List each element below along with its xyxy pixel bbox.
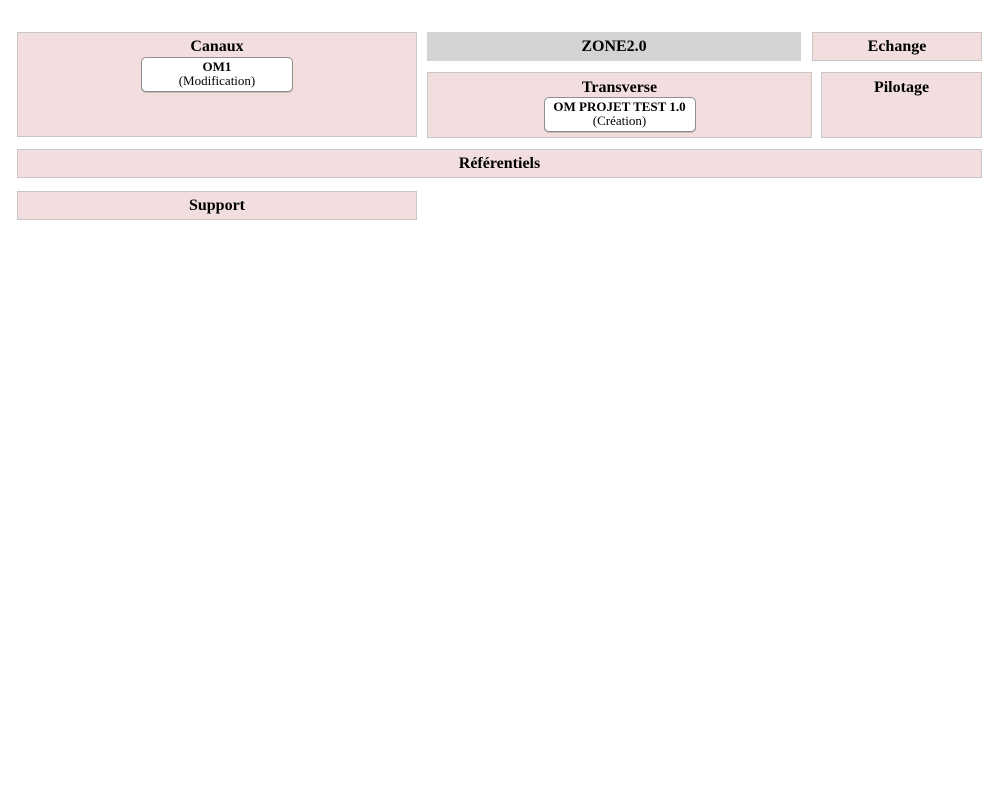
om-projet-test-button-label: OM PROJET TEST 1.0 <box>553 99 686 114</box>
pilotage-panel[interactable]: Pilotage <box>821 72 982 138</box>
canaux-panel-title: Canaux <box>190 38 244 55</box>
referentiels-bar[interactable]: Référentiels <box>17 149 982 178</box>
support-bar-label: Support <box>188 197 246 214</box>
om1-button-label: OM1 <box>202 59 232 74</box>
om-projet-test-button-sublabel: (Création) <box>592 113 647 128</box>
transverse-panel-title: Transverse <box>581 79 658 96</box>
transverse-panel: Transverse OM PROJET TEST 1.0 (Création) <box>427 72 812 138</box>
om1-button[interactable]: OM1 (Modification) <box>141 57 293 92</box>
pilotage-panel-title: Pilotage <box>873 79 930 96</box>
om1-button-sublabel: (Modification) <box>178 73 256 88</box>
echange-bar-label: Echange <box>867 38 927 55</box>
referentiels-bar-label: Référentiels <box>458 155 541 172</box>
echange-bar[interactable]: Echange <box>812 32 982 61</box>
support-bar[interactable]: Support <box>17 191 417 220</box>
zone2-bar[interactable]: ZONE2.0 <box>427 32 801 61</box>
om-projet-test-button[interactable]: OM PROJET TEST 1.0 (Création) <box>543 97 696 132</box>
zone2-bar-label: ZONE2.0 <box>581 38 647 55</box>
canaux-panel: Canaux OM1 (Modification) <box>17 32 417 137</box>
